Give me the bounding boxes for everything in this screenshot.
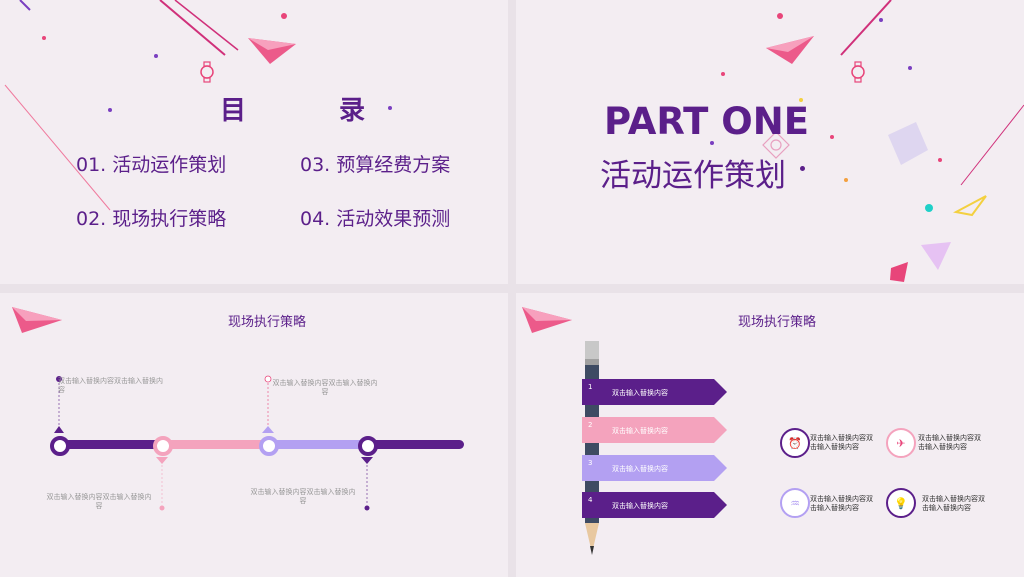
chart-icon: ♒ (780, 488, 810, 518)
timeline-node-4[interactable] (358, 436, 378, 456)
toc-title: 目 录 (220, 96, 408, 126)
icon-text-1: 双击输入替换内容双击输入替换内容 (810, 434, 873, 451)
decor-lines (710, 0, 1024, 282)
ring-icon (762, 131, 790, 159)
slide-heading: 现场执行策略 (228, 315, 307, 330)
toc-item-1[interactable]: 01. 活动运作策划 (76, 154, 227, 176)
timeline-bar-3 (266, 440, 366, 449)
slide-timeline[interactable]: 现场执行策略 双击输入替换内容双击输入替换内容 双击输入替换内容双击输入替换内容… (0, 293, 508, 577)
watch-icon (200, 61, 214, 83)
ribbon-text: 双击输入替换内容 (612, 427, 668, 435)
ribbon-number: 3 (588, 459, 593, 467)
ribbon-2[interactable]: 2 双击输入替换内容 (582, 417, 727, 443)
timeline-bar-1 (58, 440, 163, 449)
toc-item-4[interactable]: 04. 活动效果预测 (300, 208, 451, 230)
pencil-icon (585, 341, 599, 555)
paper-plane-icon (12, 307, 62, 333)
part-title: PART ONE (604, 100, 809, 143)
timeline-node-1[interactable] (50, 436, 70, 456)
ribbon-text: 双击输入替换内容 (612, 502, 668, 510)
ribbon-number: 4 (588, 496, 593, 504)
icon-text-4: 双击输入替换内容双击输入替换内容 (922, 495, 985, 512)
timeline-text-1: 双击输入替换内容双击输入替换内容 (58, 377, 163, 394)
slide-part-one[interactable]: PART ONE 活动运作策划 (516, 0, 1024, 284)
ribbon-number: 1 (588, 383, 593, 391)
slide-pencil[interactable]: 现场执行策略 1 双击输入替换内容 2 双击输入替换内容 3 双击输入替换内容 … (516, 293, 1024, 577)
slide-heading: 现场执行策略 (738, 315, 817, 330)
timeline-text-2: 双击输入替换内容双击输入替换内容 (46, 493, 152, 510)
timeline-connectors (54, 375, 373, 511)
timeline-bar-4 (362, 440, 464, 449)
dot-marker (800, 166, 805, 171)
ribbon-text: 双击输入替换内容 (612, 465, 668, 473)
paper-plane-icon (522, 307, 572, 333)
alarm-clock-icon: ⏰ (780, 428, 810, 458)
ribbon-text: 双击输入替换内容 (612, 389, 668, 397)
slide-toc[interactable]: 目 录 01. 活动运作策划 02. 现场执行策略 03. 预算经费方案 04.… (0, 0, 508, 284)
toc-item-3[interactable]: 03. 预算经费方案 (300, 154, 451, 176)
toc-item-2[interactable]: 02. 现场执行策略 (76, 208, 227, 230)
watch-icon (851, 61, 865, 83)
timeline-node-3[interactable] (259, 436, 279, 456)
lightbulb-icon: 💡 (886, 488, 916, 518)
icon-text-2: 双击输入替换内容双击输入替换内容 (918, 434, 981, 451)
timeline-text-3: 双击输入替换内容双击输入替换内容 (272, 379, 378, 396)
rocket-icon: ✈ (886, 428, 916, 458)
timeline-text-4: 双击输入替换内容双击输入替换内容 (250, 488, 356, 505)
ribbon-number: 2 (588, 421, 593, 429)
paper-plane-icon (248, 38, 296, 64)
paper-plane-icon (766, 36, 814, 64)
ribbon-4[interactable]: 4 双击输入替换内容 (582, 492, 727, 518)
timeline-node-2[interactable] (153, 436, 173, 456)
ribbon-1[interactable]: 1 双击输入替换内容 (582, 379, 727, 405)
ribbon-3[interactable]: 3 双击输入替换内容 (582, 455, 727, 481)
decor-lines (4, 0, 392, 211)
timeline-bar-2 (160, 440, 270, 449)
part-subtitle: 活动运作策划 (600, 158, 786, 194)
icon-text-3: 双击输入替换内容双击输入替换内容 (810, 495, 873, 512)
